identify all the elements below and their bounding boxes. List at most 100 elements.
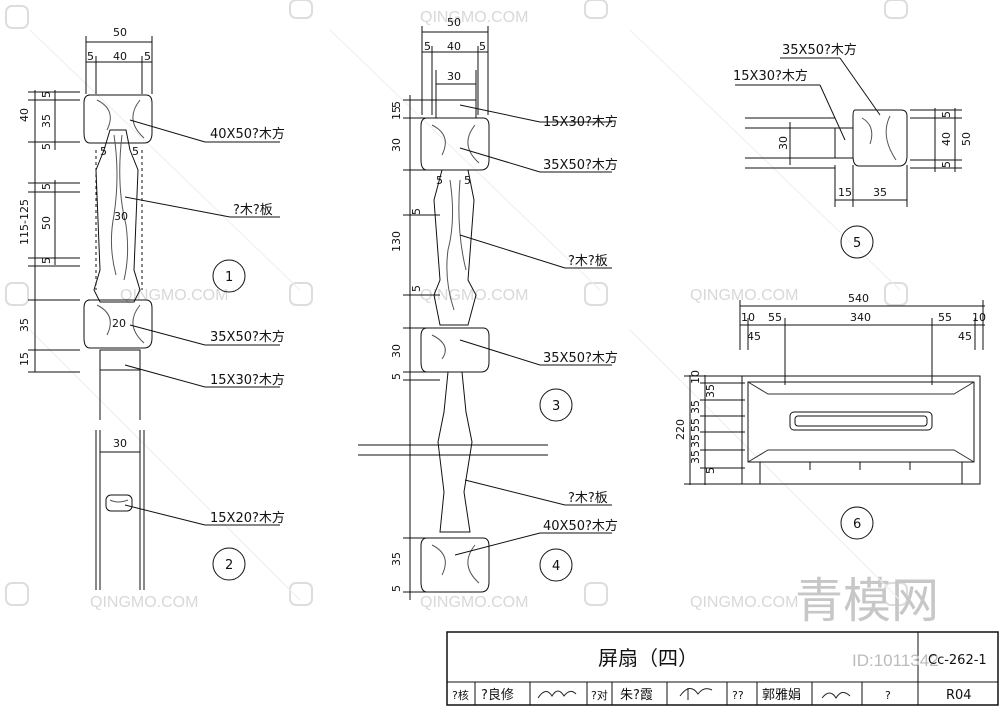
dim-label: 5	[132, 145, 139, 158]
dim-label: 20	[112, 317, 126, 330]
dim-label: 30	[447, 70, 461, 83]
dim-label: 30	[777, 136, 790, 150]
detail-number: 3	[552, 399, 560, 414]
dim-label: 10	[689, 370, 702, 384]
title-cell: ?对	[591, 688, 608, 702]
watermark-text: QINGMO.COM	[420, 287, 528, 304]
title-cell: ?	[885, 689, 891, 702]
material-label: 35X50?木方	[543, 350, 618, 366]
dim-label: 35	[40, 114, 53, 128]
sheet-code: R04	[946, 688, 972, 703]
title-block-text: 屏扇（四） ID:1011342 Cc-262-1 R04 ?核 ?良修 ?对 …	[452, 646, 987, 703]
dim-label: 130	[390, 231, 403, 252]
dim-label: 50	[447, 16, 461, 29]
dim-label: 30	[114, 210, 128, 223]
title-cell: ?核	[452, 688, 469, 702]
dim-label: 5	[436, 174, 443, 187]
material-label: 15X30?木方	[543, 114, 618, 130]
material-label: ?木?板	[568, 254, 608, 269]
dim-label: 5	[424, 40, 431, 53]
dim-label: 35	[18, 318, 31, 332]
material-label: 15X30?木方	[210, 372, 285, 388]
material-label: 15X30?木方	[733, 68, 808, 84]
watermark-text: QINGMO.COM	[690, 594, 798, 611]
dim-label: 5	[390, 585, 403, 592]
detail-number: 2	[225, 558, 233, 573]
detail-1	[28, 36, 280, 420]
dim-label: 540	[848, 292, 869, 305]
title-cell: ??	[732, 689, 744, 702]
title-cell: 朱?霞	[620, 688, 653, 703]
dim-label: 40	[18, 108, 31, 122]
dim-label: 40	[447, 40, 461, 53]
dim-label: 340	[850, 311, 871, 324]
watermark-text: QINGMO.COM	[690, 287, 798, 304]
detail-2-text: 30 15X20?木方 2	[113, 437, 285, 573]
dim-label: 5	[390, 101, 403, 108]
watermark-text: QINGMO.COM	[120, 287, 228, 304]
material-label: 35X50?木方	[782, 42, 857, 58]
title-cell: 郭雅娟	[762, 687, 801, 703]
watermark-text: QINGMO.COM	[90, 594, 198, 611]
dim-label: 115-125	[18, 199, 31, 245]
detail-3-4-text: 50 5 40 5 30 5 15 30 5 130 5 30 5 35 5 5…	[390, 16, 618, 592]
dim-label: 30	[390, 138, 403, 152]
dim-label: 45	[958, 330, 972, 343]
dim-label: 5	[704, 467, 717, 474]
detail-5	[735, 57, 962, 259]
dim-label: 50	[40, 216, 53, 230]
dim-label: 40	[940, 132, 953, 146]
dim-label: 5	[144, 50, 151, 63]
dim-label: 30	[390, 344, 403, 358]
dim-label: 35	[390, 552, 403, 566]
material-label: 15X20?木方	[210, 510, 285, 526]
dim-label: 5	[100, 145, 107, 158]
material-label: ?木?板	[233, 203, 273, 218]
detail-number: 4	[552, 559, 560, 574]
dim-label: 5	[410, 208, 423, 215]
dim-label: 5	[390, 373, 403, 380]
material-label: 35X50?木方	[543, 157, 618, 173]
dim-label: 50	[960, 132, 973, 146]
dim-label: 55	[768, 311, 782, 324]
detail-3-4	[358, 26, 612, 600]
dim-label: 15	[390, 106, 403, 120]
detail-number: 1	[225, 270, 233, 285]
dim-label: 55	[689, 418, 702, 432]
dim-label: 15	[838, 186, 852, 199]
dim-label: 5	[40, 257, 53, 264]
dim-label: 40	[113, 50, 127, 63]
material-label: 40X50?木方	[210, 126, 285, 142]
detail-6	[684, 300, 985, 540]
dim-label: 15	[18, 352, 31, 366]
dim-label: 5	[40, 143, 53, 150]
detail-number: 5	[853, 236, 861, 251]
dim-label: 5	[410, 285, 423, 292]
dim-label: 50	[113, 26, 127, 39]
watermark-brand: 青模网	[795, 573, 939, 629]
dim-label: 220	[674, 419, 687, 440]
dim-label: 35	[689, 434, 702, 448]
dim-label: 5	[87, 50, 94, 63]
title-cell: ?良修	[481, 687, 514, 703]
detail-6-text: 540 10 55 340 55 10 45 45 220 10 35 35 5…	[674, 292, 986, 532]
watermark-text: QINGMO.COM	[420, 594, 528, 611]
dim-label: 10	[972, 311, 986, 324]
dim-label: 5	[40, 91, 53, 98]
material-label: ?木?板	[568, 491, 608, 506]
drawing-number: Cc-262-1	[928, 653, 987, 668]
dim-label: 35	[704, 384, 717, 398]
dim-label: 5	[40, 183, 53, 190]
dim-label: 30	[113, 437, 127, 450]
dim-label: 35	[689, 450, 702, 464]
dim-label: 35	[689, 400, 702, 414]
detail-2	[95, 430, 280, 590]
dim-label: 10	[741, 311, 755, 324]
material-label: 35X50?木方	[210, 329, 285, 345]
dim-label: 5	[940, 111, 953, 118]
detail-number: 6	[853, 517, 861, 532]
dim-label: 35	[873, 186, 887, 199]
watermark-layer: QINGMO.COM QINGMO.COM QINGMO.COM QINGMO.…	[5, 0, 939, 629]
dim-label: 5	[479, 40, 486, 53]
